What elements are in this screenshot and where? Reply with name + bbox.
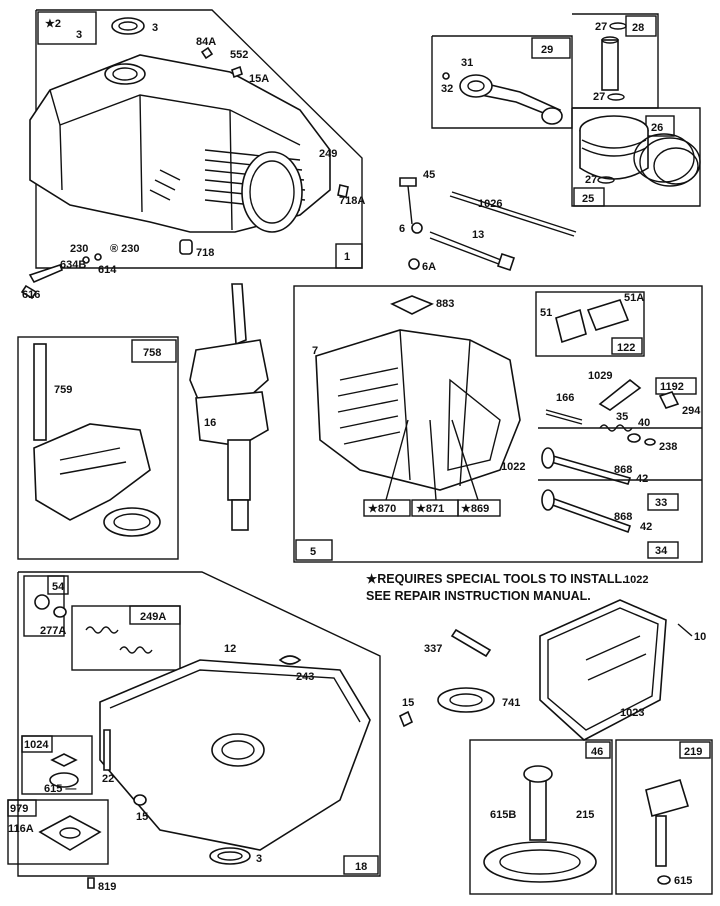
label-27b: 27 [593, 91, 605, 103]
label-1029: 1029 [588, 370, 612, 382]
cylinder-head-section: 5 883 7 1022 ★870 ★871 ★869 122 51 51A 1… [293, 285, 703, 563]
group-29: 29 [541, 44, 553, 56]
group-219: 219 [684, 746, 702, 758]
label-22: 22 [102, 773, 114, 785]
label-615a: 615 — [44, 783, 76, 795]
sump-section: 18 54 277A 249A 12 243 22 15 3 1024 615 … [7, 571, 381, 893]
label-634B: 634B [60, 259, 86, 271]
group-54: 54 [52, 581, 65, 593]
cylinder-block-drawing [29, 54, 331, 233]
label-6A: 6A [422, 261, 436, 273]
label-868a: 868 [614, 464, 632, 476]
label-15a: 15 [402, 697, 414, 709]
label-51A: 51A [624, 292, 644, 304]
label-10: 10 [694, 631, 706, 643]
label-45: 45 [423, 169, 435, 181]
label-614: 614 [98, 264, 117, 276]
label-166: 166 [556, 392, 574, 404]
note-line-1: ★REQUIRES SPECIAL TOOLS TO INSTALL. [366, 572, 626, 586]
spark-plug-parts: 337 741 15 [398, 628, 520, 728]
label-15A: 15A [249, 73, 269, 85]
note-line-2: SEE REPAIR INSTRUCTION MANUAL. [366, 589, 591, 603]
group-1: 1 [344, 251, 350, 263]
label-294: 294 [682, 405, 701, 417]
group-33: 33 [655, 497, 667, 509]
group-122: 122 [617, 342, 635, 354]
label-51: 51 [540, 307, 552, 319]
group-249A: 249A [140, 611, 166, 623]
label-243: 243 [296, 671, 314, 683]
label-7: 7 [312, 345, 318, 357]
group-25: 25 [582, 193, 594, 205]
label-1023: 1023 [620, 707, 644, 719]
label-3c: 3 [256, 853, 262, 865]
label-337: 337 [424, 643, 442, 655]
label-31: 31 [461, 57, 473, 69]
group-5: 5 [310, 546, 316, 558]
label-16: 16 [204, 417, 216, 429]
valve-cover: 1022 10 1023 [539, 574, 706, 741]
label-741: 741 [502, 697, 520, 709]
crankshaft: 16 [189, 283, 269, 531]
label-6: 6 [399, 223, 405, 235]
head-bolts: 45 1026 6 13 6A [399, 169, 577, 273]
group-979: 979 [10, 803, 28, 815]
label-40: 40 [638, 417, 650, 429]
group-18: 18 [355, 861, 367, 873]
label-1022a: 1022 [501, 461, 525, 473]
label-15b: 15 [136, 811, 148, 823]
label-42a: 42 [636, 473, 648, 485]
label-13: 13 [472, 229, 484, 241]
label-249: 249 [319, 148, 337, 160]
label-1022b: 1022 [624, 574, 648, 586]
label-883: 883 [436, 298, 454, 310]
label-230a: 230 [70, 243, 88, 255]
label-238: 238 [659, 441, 677, 453]
label-616: 616 [22, 289, 40, 301]
governor-linkage-parts: 230 ® 230 614 634B 616 [20, 243, 140, 301]
group-26: 26 [651, 122, 663, 134]
group-758: 758 [143, 347, 161, 359]
label-215: 215 [576, 809, 594, 821]
label-277A: 277A [40, 625, 66, 637]
group-28: 28 [632, 22, 644, 34]
label-870: ★870 [368, 503, 396, 515]
label-116A: 116A [8, 823, 34, 835]
label-230b: ® 230 [110, 243, 140, 255]
label-552: 552 [230, 49, 248, 61]
piston-pin-section: 28 27 27 [572, 13, 659, 109]
label-12: 12 [224, 643, 236, 655]
label-615b: 615 [674, 875, 692, 887]
balancer-section: 758 759 [17, 336, 179, 560]
group-1192: 1192 [660, 381, 684, 393]
special-tools-note: ★REQUIRES SPECIAL TOOLS TO INSTALL. SEE … [366, 572, 626, 603]
group-46: 46 [591, 746, 603, 758]
label-42b: 42 [640, 521, 652, 533]
group-1024: 1024 [24, 739, 49, 751]
label-35: 35 [616, 411, 628, 423]
cylinder-block-section: ★2 3 1 3 84A 552 15A 249 718A 718 [29, 9, 365, 269]
group-34: 34 [655, 545, 668, 557]
label-27c: 27 [585, 174, 597, 186]
connecting-rod-section: 29 31 32 [431, 35, 573, 129]
label-718: 718 [196, 247, 214, 259]
label-27a: 27 [595, 21, 607, 33]
label-2: ★2 [45, 18, 61, 30]
label-869: ★869 [461, 503, 489, 515]
label-868b: 868 [614, 511, 632, 523]
label-3b: 3 [152, 22, 158, 34]
label-32: 32 [441, 83, 453, 95]
label-819: 819 [98, 881, 116, 893]
label-84A: 84A [196, 36, 216, 48]
label-3a: 3 [76, 29, 82, 41]
label-871: ★871 [416, 503, 444, 515]
label-718A: 718A [339, 195, 365, 207]
label-615B: 615B [490, 809, 516, 821]
camshaft-section: 46 615B 215 [469, 739, 613, 895]
piston-section: 26 27 25 [571, 107, 701, 207]
label-759: 759 [54, 384, 72, 396]
governor-section: 219 615 [615, 739, 713, 895]
